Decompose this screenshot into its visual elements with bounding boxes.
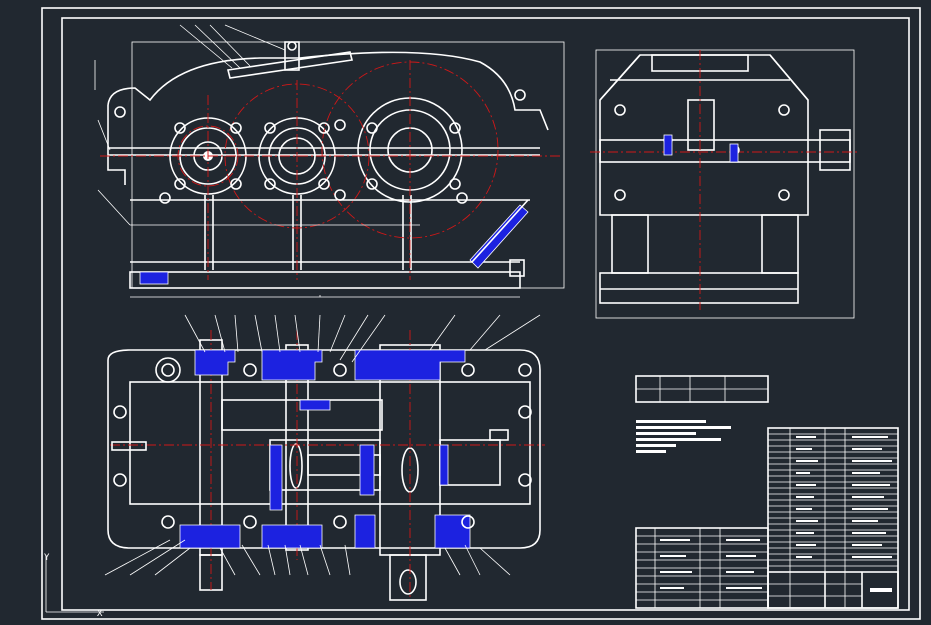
front-view [94, 24, 565, 298]
parts-list [635, 427, 899, 609]
technical-notes [635, 375, 769, 453]
outer-frame [41, 7, 921, 620]
ucs-icon: Y X [44, 553, 104, 619]
inner-frame [61, 17, 910, 611]
svg-text:X: X [97, 609, 103, 619]
side-view [590, 49, 860, 319]
top-view-section [104, 314, 545, 601]
svg-text:Y: Y [44, 553, 50, 563]
